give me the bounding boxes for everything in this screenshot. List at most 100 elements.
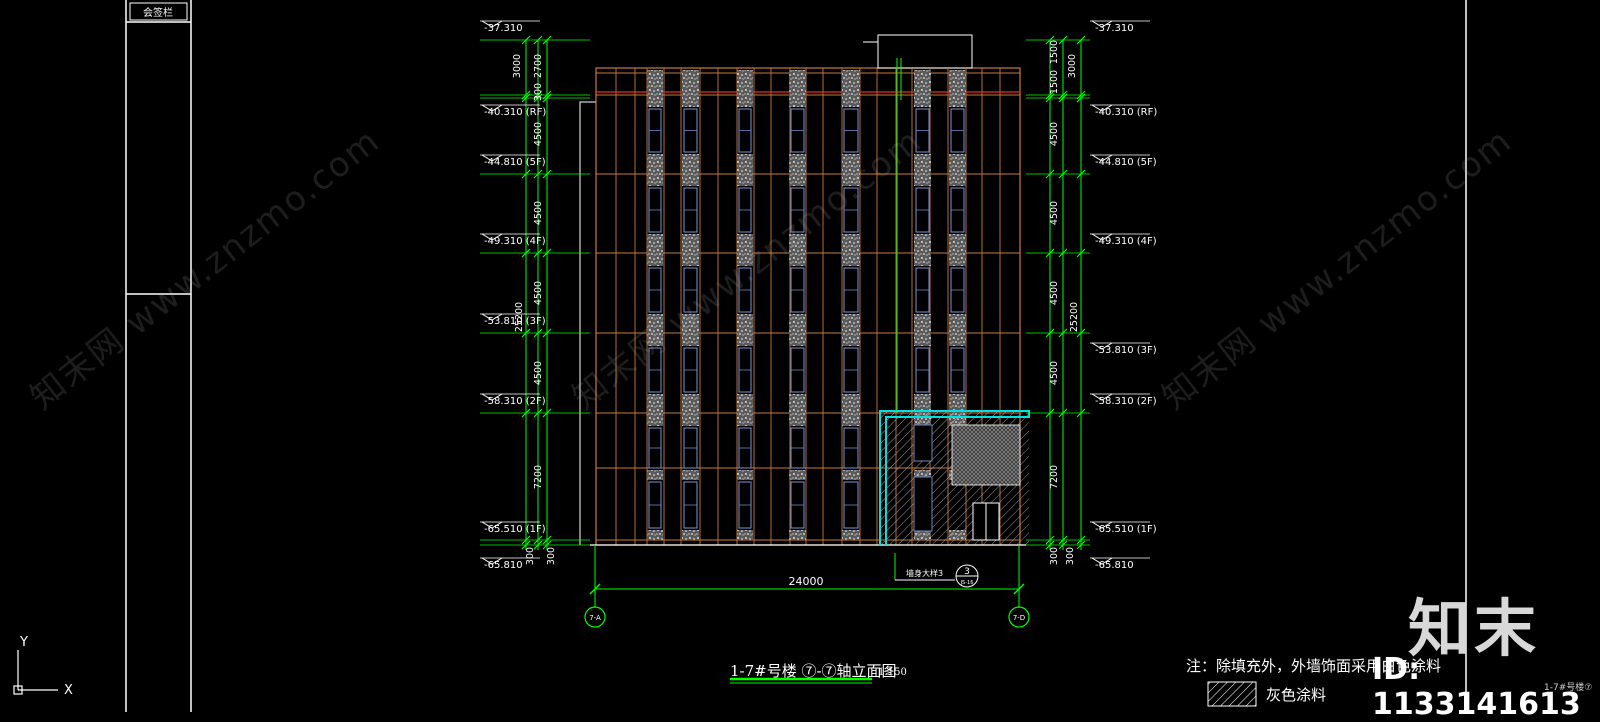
dim-slash	[1045, 540, 1055, 550]
dim-text-left-outer: 300	[525, 547, 536, 565]
stone-panel	[682, 530, 699, 540]
elev-label-right: -49.310 (4F)	[1095, 236, 1157, 247]
dim-slash	[542, 93, 552, 103]
dim-text-left-inner: 300	[533, 83, 544, 101]
dim-slash	[1045, 169, 1055, 179]
elev-label-left: -53.810 (3F)	[484, 316, 546, 327]
dim-slash	[1058, 93, 1068, 103]
dim-slash	[1045, 248, 1055, 258]
dim-text-left-inner: 300	[546, 547, 557, 565]
elev-label-left: -65.510 (1F)	[484, 524, 546, 535]
elev-marker-left	[481, 20, 503, 28]
stone-panel	[914, 154, 931, 186]
dim-slash	[1045, 93, 1055, 103]
detail-callout-sheet: JS-16	[960, 580, 974, 586]
stone-panel	[842, 70, 860, 107]
elev-label-left: -37.310	[484, 23, 523, 34]
entrance-canopy	[879, 410, 1030, 545]
dim-text-left-inner: 2700	[533, 54, 544, 78]
elev-marker-right	[1091, 393, 1113, 401]
dim-slash	[521, 328, 531, 338]
elev-marker-left	[481, 521, 503, 529]
dim-text-right-outer: 1500	[1049, 70, 1060, 94]
ucs-y-label: Y	[19, 635, 28, 650]
sheet-frame	[125, 0, 1467, 712]
stone-panel	[789, 234, 806, 266]
dim-slash	[521, 169, 531, 179]
dim-slash	[533, 535, 543, 545]
stone-panel	[949, 70, 966, 107]
elev-marker-right	[1091, 233, 1113, 241]
dim-slash	[1076, 248, 1086, 258]
elev-label-left: -49.310 (4F)	[484, 236, 546, 247]
stone-panel	[647, 314, 663, 346]
elev-marker-right	[1091, 20, 1113, 28]
dim-text-left-outer: 4500	[533, 201, 544, 225]
dim-slash	[1058, 35, 1068, 45]
dim-text-left-outer: 4500	[533, 281, 544, 305]
dim-slash	[533, 248, 543, 258]
elev-label-left: -44.810 (5F)	[484, 157, 546, 168]
elev-label-left: -40.310 (RF)	[484, 107, 546, 118]
stone-panel	[842, 530, 860, 540]
dim-text-right-outer: 4500	[1049, 361, 1060, 385]
elev-marker-left	[481, 557, 503, 565]
sidebar-label: 会签栏	[143, 6, 173, 19]
dim-slash	[542, 540, 552, 550]
dim-text-left-outer: 4500	[533, 122, 544, 146]
dim-slash	[542, 535, 552, 545]
detail-callout-text: 墙身大样3	[906, 568, 943, 578]
dim-text-right-inner: 300	[1049, 547, 1060, 565]
dim-text-right-outer: 4500	[1049, 122, 1060, 146]
dim-slash	[542, 35, 552, 45]
stone-panel	[789, 530, 806, 540]
stone-panel	[737, 394, 753, 426]
dim-slash	[542, 408, 552, 418]
dim-slash	[1058, 328, 1068, 338]
dim-text-left-outer: 7200	[533, 465, 544, 489]
elev-label-right: -37.310	[1095, 23, 1134, 34]
dim-slash	[1076, 93, 1086, 103]
dim-slash	[521, 93, 531, 103]
stone-panel	[842, 234, 860, 266]
elev-marker-left	[481, 233, 503, 241]
ucs-icon	[13, 650, 58, 695]
elev-label-left: -58.310 (2F)	[484, 396, 546, 407]
dim-slash	[1058, 169, 1068, 179]
dim-slash	[1058, 408, 1068, 418]
stone-panel	[737, 314, 753, 346]
dim-text-right-outer: 4500	[1049, 281, 1060, 305]
drawing-title: 1-7#号楼 ⑦-⑦轴立面图	[730, 662, 897, 680]
stone-panel	[842, 154, 860, 186]
dim-slash	[1045, 408, 1055, 418]
dim-slash	[1045, 535, 1055, 545]
dim-slash	[542, 248, 552, 258]
dim-slash	[1076, 540, 1086, 550]
elev-marker-left	[481, 104, 503, 112]
dim-slash	[533, 408, 543, 418]
entrance-panel	[951, 424, 1021, 486]
stone-panel	[949, 154, 966, 186]
stone-panel	[682, 394, 699, 426]
axis-bubble-left	[584, 606, 606, 628]
elev-marker-left	[481, 393, 503, 401]
axis-label-left: 7-A	[589, 614, 601, 622]
dim-slash	[1076, 535, 1086, 545]
dimension-lines: -37.310 -40.310 (RF) -44.810 (5F) -49.310 (…	[480, 20, 1157, 571]
stone-panel	[789, 154, 806, 186]
brand-logo: 知末	[1408, 592, 1541, 665]
dim-slash	[542, 169, 552, 179]
stone-panel	[647, 470, 663, 480]
dim-slash	[1058, 540, 1068, 550]
stone-panel	[737, 70, 753, 107]
dim-slash	[1045, 35, 1055, 45]
dim-slash	[521, 540, 531, 550]
dim-text-left-outer: 3000	[512, 54, 523, 78]
stone-panel	[647, 234, 663, 266]
dim-slash	[542, 328, 552, 338]
stone-panel	[842, 470, 860, 480]
elev-label-right: -58.310 (2F)	[1095, 396, 1157, 407]
axis-label-right: 7-D	[1013, 614, 1025, 622]
dim-slash	[521, 35, 531, 45]
dim-text-right-inner: 25200	[1069, 302, 1080, 332]
